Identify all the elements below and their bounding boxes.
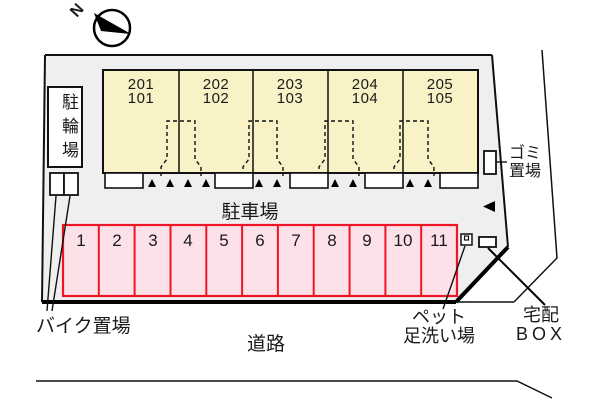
site-boundary-left <box>41 54 46 303</box>
bike-area-leader-line <box>51 195 71 312</box>
entry-step-icon <box>289 172 329 189</box>
bicycle-parking-box <box>47 86 83 168</box>
entrance-triangle-icon <box>255 179 263 187</box>
pet-wash-icon-tap <box>463 235 470 241</box>
entrance-triangle-icon <box>202 179 210 187</box>
bicycle-parking-label: 駐輪場 <box>59 93 78 165</box>
north-compass-icon <box>92 8 132 48</box>
site-boundary-corner-cut <box>454 245 510 304</box>
parking-lot-label: 駐車場 <box>221 202 279 223</box>
entrance-triangle-icon <box>331 179 339 187</box>
entry-porch-dashed-icon <box>393 120 435 176</box>
garbage-area-label: ゴミ 置場 <box>508 145 542 180</box>
entry-step-icon <box>214 172 254 189</box>
parking-space-number: 3 <box>148 231 158 250</box>
parking-space-number: 11 <box>430 231 448 250</box>
pet-wash-leader-line <box>442 245 466 310</box>
entry-step-icon <box>104 172 144 189</box>
bike-area-leader-line <box>46 195 57 312</box>
parking-space-number: 1 <box>76 231 86 250</box>
site-boundary-right <box>491 54 509 248</box>
parking-space-number: 4 <box>183 231 193 250</box>
bike-rack-icon <box>49 172 65 196</box>
garbage-box-icon <box>483 150 497 175</box>
pet-wash-label: ペット 足洗い場 <box>403 307 475 346</box>
delivery-box-icon <box>478 236 497 248</box>
road-label: 道路 <box>247 334 286 355</box>
unit-label: 204 104 <box>351 76 379 107</box>
parking-space-number: 7 <box>291 231 301 250</box>
parking-space-number: 8 <box>327 231 337 250</box>
entry-porch-dashed-icon <box>318 120 360 176</box>
parking-row <box>61 223 459 298</box>
delivery-box-label: 宅配 BOX <box>515 305 567 344</box>
entry-porch-dashed-icon <box>160 120 202 176</box>
entrance-arrow-icon <box>483 201 495 212</box>
south-road-edge <box>36 380 553 399</box>
unit-label: 201 101 <box>127 76 155 107</box>
unit-label: 202 102 <box>202 76 230 107</box>
entrance-triangle-icon <box>166 179 174 187</box>
entrance-triangle-icon <box>406 179 414 187</box>
bike-rack-icon <box>63 172 79 196</box>
entrance-triangle-icon <box>273 179 281 187</box>
parking-space-number: 9 <box>362 231 372 250</box>
entrance-triangle-icon <box>184 179 192 187</box>
bike-area-label: バイク置場 <box>36 316 131 337</box>
parking-space-number: 6 <box>255 231 265 250</box>
parking-space-number: 10 <box>393 231 413 250</box>
parking-space-number: 5 <box>219 231 229 250</box>
parking-space-number: 2 <box>112 231 122 250</box>
entry-porch-dashed-icon <box>242 120 284 176</box>
delivery-box-leader-line <box>487 247 546 306</box>
entry-step-icon <box>439 172 479 189</box>
entrance-triangle-icon <box>349 179 357 187</box>
entrance-triangle-icon <box>148 179 156 187</box>
unit-label: 203 103 <box>276 76 304 107</box>
unit-label: 205 105 <box>426 76 454 107</box>
entry-step-icon <box>364 172 404 189</box>
entrance-triangle-icon <box>424 179 432 187</box>
